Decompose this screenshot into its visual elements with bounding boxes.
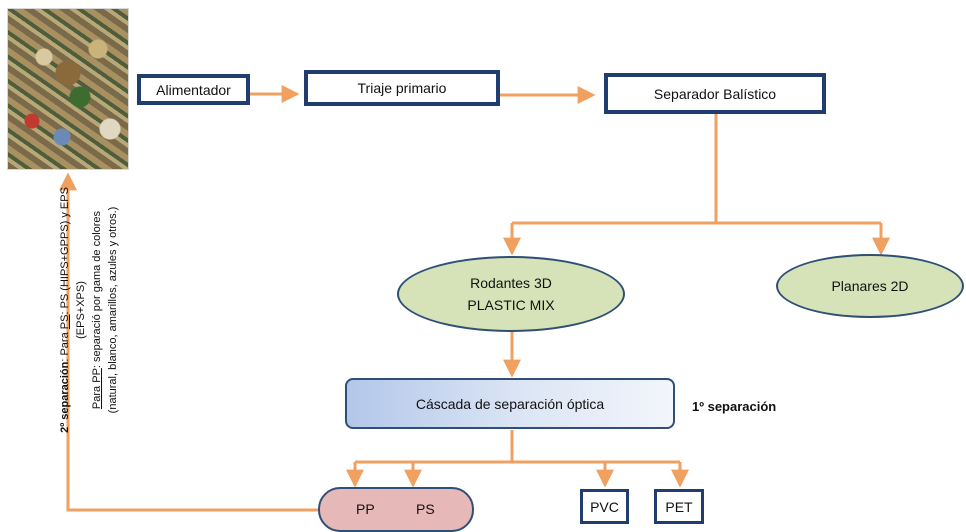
- primera-separacion-label: 1º separación: [692, 399, 777, 414]
- cascada-label: Cáscada de separación óptica: [415, 395, 605, 412]
- rodantes-label-line1: Rodantes 3D: [470, 274, 552, 291]
- note-line4: (natural, blanco, amarillos, azules y ot…: [107, 206, 119, 414]
- pet-box: PET: [654, 489, 704, 524]
- segunda-separacion-note: 2º separación: Para PS: PS (HIPS+GPPS) y…: [57, 150, 121, 470]
- cascada-separacion-box: Cáscada de separación óptica: [345, 378, 675, 429]
- planares-2d-ellipse: Planares 2D: [776, 254, 964, 318]
- planares-label: Planares 2D: [831, 277, 909, 294]
- pp-ps-pill: PP PS: [318, 487, 474, 532]
- note-line3: Para PP: separació por gama de colores: [91, 210, 103, 410]
- pvc-box: PVC: [580, 489, 629, 524]
- note-line1: 2º separación: Para PS: PS (HIPS+GPPS) y…: [59, 187, 71, 433]
- plastic-waste-photo: [7, 8, 129, 170]
- rodantes-label-line2: PLASTIC MIX: [467, 297, 555, 313]
- pp-label: PP: [356, 501, 375, 517]
- note-title: 2º separación: [59, 361, 71, 433]
- rodantes-3d-ellipse: Rodantes 3D PLASTIC MIX: [397, 256, 625, 332]
- pvc-label: PVC: [590, 498, 619, 515]
- separador-balistico-label: Separador Balístico: [653, 85, 777, 102]
- alimentador-label: Alimentador: [156, 81, 231, 98]
- arrow-feedback: [59, 172, 318, 512]
- triaje-primario-label: Triaje primario: [357, 80, 447, 96]
- triaje-primario-box: Triaje primario: [304, 70, 500, 106]
- ps-label: PS: [416, 501, 435, 517]
- pet-label: PET: [665, 498, 693, 515]
- alimentador-box: Alimentador: [137, 74, 250, 105]
- separador-balistico-box: Separador Balístico: [604, 73, 826, 114]
- note-line2: (EPS+XPS): [75, 281, 87, 339]
